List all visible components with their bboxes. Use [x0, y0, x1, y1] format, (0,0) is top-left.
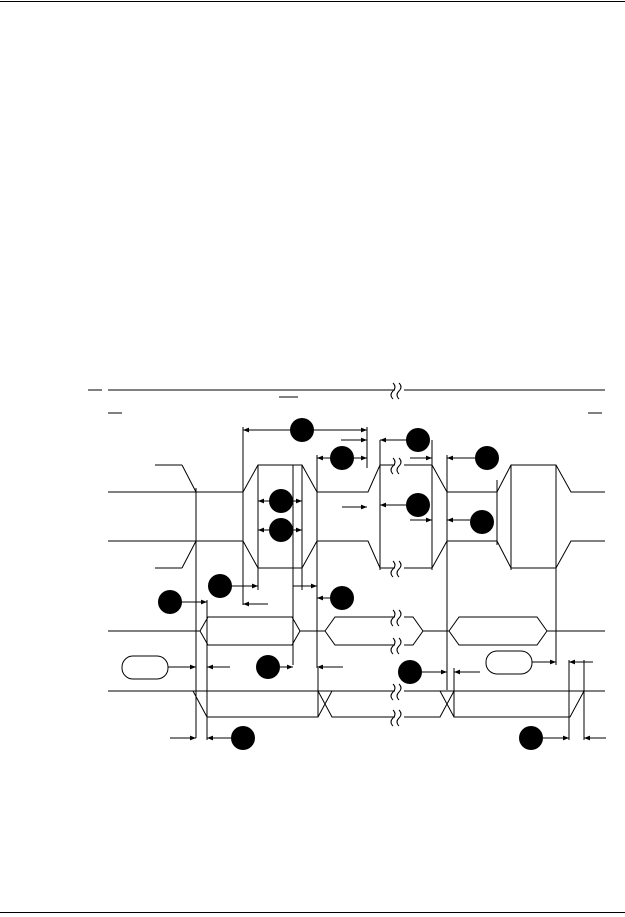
marker-circle [290, 418, 314, 442]
marker-circle [330, 586, 354, 610]
top-rule [0, 1, 625, 2]
marker-circle [470, 510, 494, 534]
break-mark [396, 382, 402, 400]
timing-markers [121, 418, 543, 750]
marker-circle [231, 726, 255, 750]
marker-circle [158, 590, 182, 614]
data-bus-waveform [108, 609, 605, 655]
timing-arrows [168, 427, 606, 741]
control-waveforms [108, 457, 605, 578]
marker-circle [406, 493, 430, 517]
marker-circle [330, 446, 354, 470]
reference-lines [195, 427, 585, 740]
bottom-rule [0, 912, 625, 913]
marker-circle [256, 655, 280, 679]
address-bus-waveform [108, 683, 605, 727]
marker-circle [475, 446, 499, 470]
marker-circle [269, 489, 293, 513]
marker-circle [208, 574, 232, 598]
marker-oval [121, 655, 169, 680]
break-mark [390, 382, 396, 400]
marker-circle [519, 726, 543, 750]
marker-circle [269, 518, 293, 542]
marker-circle [406, 428, 430, 452]
marker-oval [485, 650, 533, 675]
top-signal-lines [88, 382, 605, 414]
marker-circle [398, 660, 422, 684]
